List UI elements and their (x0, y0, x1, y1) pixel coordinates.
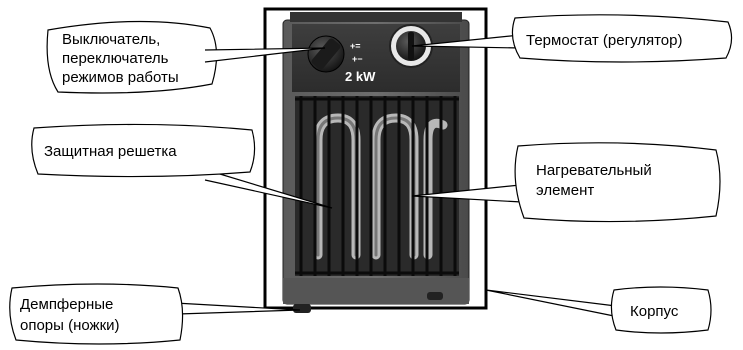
callout-heating-line-1: Нагревательный (536, 162, 652, 179)
bottom-plinth (283, 278, 469, 304)
heater-illustration: += +− 2 kW (263, 7, 488, 313)
callout-grille: Защитная решетка (31, 123, 333, 209)
callout-heating-element: Нагревательный элемент (411, 142, 721, 223)
frame-outline (263, 7, 488, 310)
callout-dampers: Демпферные опоры (ножки) (9, 283, 301, 345)
callout-thermostat: Термостат (регулятор) (411, 14, 733, 63)
top-handle (290, 12, 462, 22)
knob-symbol-1: += (350, 41, 361, 51)
callout-housing: Корпус (485, 286, 712, 334)
callout-dampers-line-2: опоры (ножки) (20, 317, 120, 334)
callout-grille-text: Защитная решетка (44, 143, 177, 160)
protective-grille-bars (295, 96, 459, 276)
power-rating-label: 2 kW (345, 69, 376, 84)
foot-right (427, 292, 443, 300)
foot-left (293, 304, 311, 313)
callout-housing-text: Корпус (630, 303, 679, 320)
callout-heating-line-2: элемент (536, 182, 594, 199)
callout-switch-line-1: Выключатель, (62, 31, 160, 48)
callout-switch-line-3: режимов работы (62, 69, 179, 86)
callout-switch: Выключатель, переключатель режимов работ… (46, 20, 326, 94)
callout-dampers-line-1: Демпферные (20, 296, 113, 313)
callout-switch-line-2: переключатель (62, 50, 169, 67)
mode-switch-knob (307, 35, 345, 73)
callout-thermostat-text: Термостат (регулятор) (526, 32, 683, 49)
knob-symbol-2: +− (352, 54, 363, 64)
